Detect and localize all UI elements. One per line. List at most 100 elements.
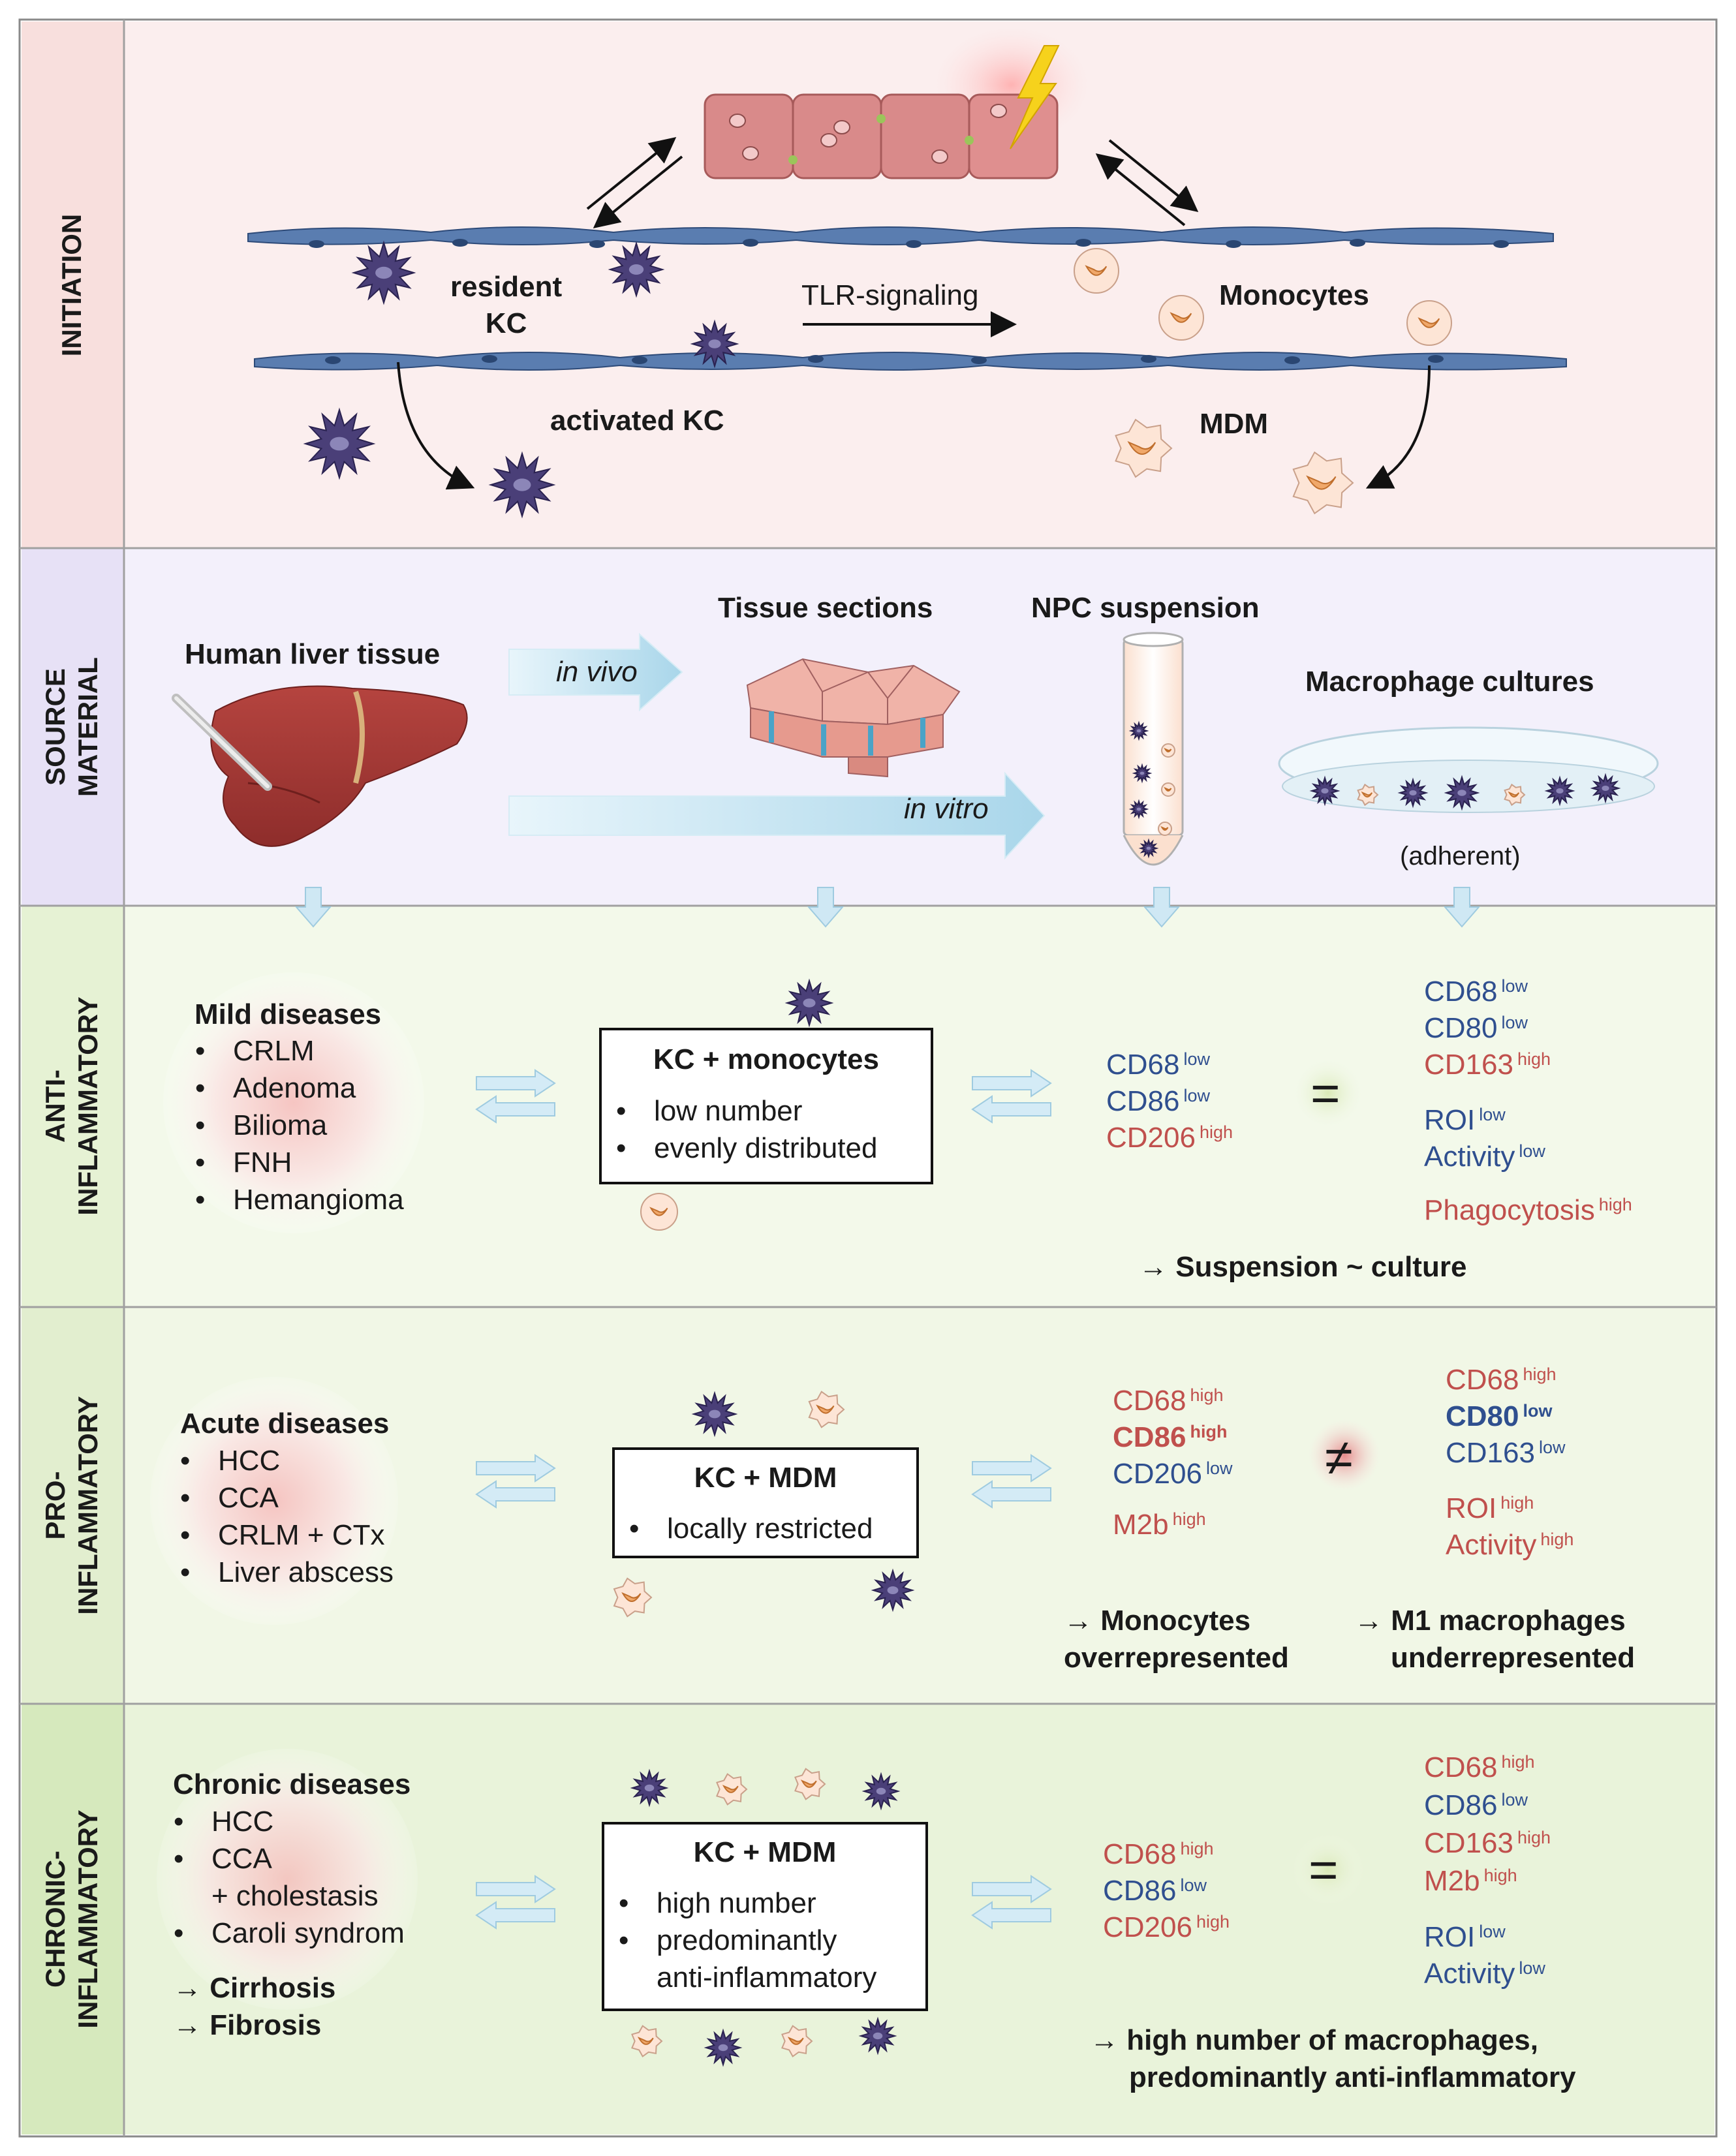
marker-level: low: [1180, 1875, 1207, 1895]
in-vivo-label: in vivo: [556, 656, 638, 688]
marker-name: CD68: [1424, 1751, 1498, 1783]
mdm-cell-icon: [1504, 783, 1526, 807]
marker-level: high: [1540, 1530, 1574, 1549]
down-arrow-icon: [807, 887, 845, 928]
marker-level: high: [1196, 1912, 1230, 1932]
marker-level: high: [1517, 1828, 1551, 1847]
marker-name: CD68: [1424, 976, 1498, 1008]
section-label-pro: PRO-INFLAMMATORY: [40, 1396, 103, 1615]
down-arrows: [294, 887, 1481, 928]
anti-box-list: low number evenly distributed: [613, 1092, 877, 1167]
marker-name: Phagocytosis: [1424, 1194, 1595, 1226]
marker-level: high: [1199, 1122, 1233, 1142]
marker-level: high: [1172, 1509, 1206, 1529]
marker-level: low: [1519, 1141, 1545, 1161]
marker-name: CD80: [1424, 1012, 1498, 1044]
kc-cell-icon: [1128, 799, 1149, 820]
marker-name: ROI: [1424, 1104, 1476, 1136]
marker-level: low: [1519, 1958, 1545, 1978]
marker-level: low: [1479, 1105, 1506, 1124]
monocyte-cells: [613, 248, 1452, 2057]
pro-disease-item: CRLM + CTx: [178, 1517, 394, 1554]
equilibrium-arrow-icon: [475, 1069, 556, 1124]
npc-suspension-label: NPC suspension: [1031, 592, 1260, 624]
chronic-conclusion: → high number of macrophages,predominant…: [1090, 2024, 1576, 2093]
pro-box-title: KC + MDM: [694, 1462, 837, 1494]
mdm-cell-icon: [794, 1768, 826, 1800]
pro-kc-box: KC + MDM locally restricted: [612, 1447, 919, 1558]
endothelium-top: [247, 226, 1554, 245]
in-vitro-arrow: [508, 771, 1046, 860]
anti-label-bg: [22, 906, 124, 1307]
marker-level: low: [1205, 1458, 1233, 1478]
pro-label-bg: [22, 1307, 124, 1704]
kc-cell-icon: [1397, 777, 1429, 808]
mdm-cell-icon: [631, 2025, 663, 2057]
marker-level: low: [1523, 1401, 1553, 1421]
marker-level: low: [1183, 1049, 1211, 1069]
chronic-box-title: KC + MDM: [693, 1836, 837, 1868]
mdm-label: MDM: [1200, 408, 1269, 440]
activated-kc-label: activated KC: [550, 405, 724, 437]
chronic-box-item-extra: anti-inflammatory: [657, 1962, 877, 1994]
marker-name: CD86: [1113, 1421, 1186, 1453]
equilibrium-arrow-icon: [971, 1069, 1052, 1124]
chronic-label-bg: [22, 1704, 124, 2134]
monocyte-cell-icon: [1161, 782, 1175, 797]
marker-name: Activity: [1424, 1958, 1515, 1990]
chronic-disease-item: HCC: [171, 1803, 405, 1840]
marker-level: high: [1501, 1752, 1535, 1772]
pro-box-item: locally restricted: [627, 1510, 873, 1547]
anti-box-title: KC + monocytes: [653, 1043, 879, 1075]
pro-box-list: locally restricted: [627, 1510, 873, 1547]
marker-name: CD68: [1113, 1385, 1186, 1417]
marker-level: high: [1517, 1049, 1551, 1069]
kc-cell-icon: [1138, 838, 1159, 859]
kc-cell-icon: [858, 2016, 897, 2056]
in-vitro-label: in vitro: [904, 793, 989, 825]
down-arrow-icon: [1443, 887, 1481, 928]
kc-cell-icon: [1132, 763, 1153, 784]
petri-dish: [1278, 726, 1659, 813]
kc-cell-icon: [1444, 775, 1480, 811]
marker-level: high: [1598, 1195, 1632, 1214]
anti-disease-list: CRLM Adenoma Bilioma FNH Hemangioma: [193, 1032, 404, 1218]
monocyte-cell-icon: [1406, 300, 1452, 346]
anti-relation: =: [1310, 1064, 1341, 1122]
anti-disease-item: CRLM: [193, 1032, 404, 1070]
marker-name: CD68: [1446, 1364, 1519, 1396]
monocyte-cell-icon: [1074, 248, 1119, 294]
monocyte-differentiation-arrow: [1365, 365, 1431, 489]
chronic-box-list: high number predominantly anti-inflammat…: [616, 1885, 876, 1996]
equilibrium-arrow-icon: [475, 1875, 556, 1930]
marker-name: CD80: [1446, 1400, 1519, 1432]
liver-illustration: [172, 685, 468, 847]
anti-disease-item: Adenoma: [193, 1070, 404, 1107]
marker-level: high: [1523, 1364, 1557, 1384]
marker-level: high: [1190, 1422, 1228, 1441]
marker-level: low: [1538, 1438, 1566, 1457]
marker-level: high: [1500, 1493, 1534, 1513]
npc-suspension-tube: [1123, 632, 1184, 866]
pro-disease-item: HCC: [178, 1442, 394, 1479]
kc-cell-icon: [691, 1391, 738, 1438]
chronic-relation: =: [1309, 1841, 1339, 1898]
chronic-disease-item: Caroli syndrom: [171, 1915, 405, 1952]
marker-level: low: [1501, 1013, 1528, 1032]
mdm-cell-icon: [808, 1391, 845, 1428]
section-label-chronic: CHRONIC-INFLAMMATORY: [40, 1810, 103, 2029]
marker-level: high: [1190, 1385, 1224, 1405]
marker-name: CD86: [1424, 1789, 1498, 1821]
